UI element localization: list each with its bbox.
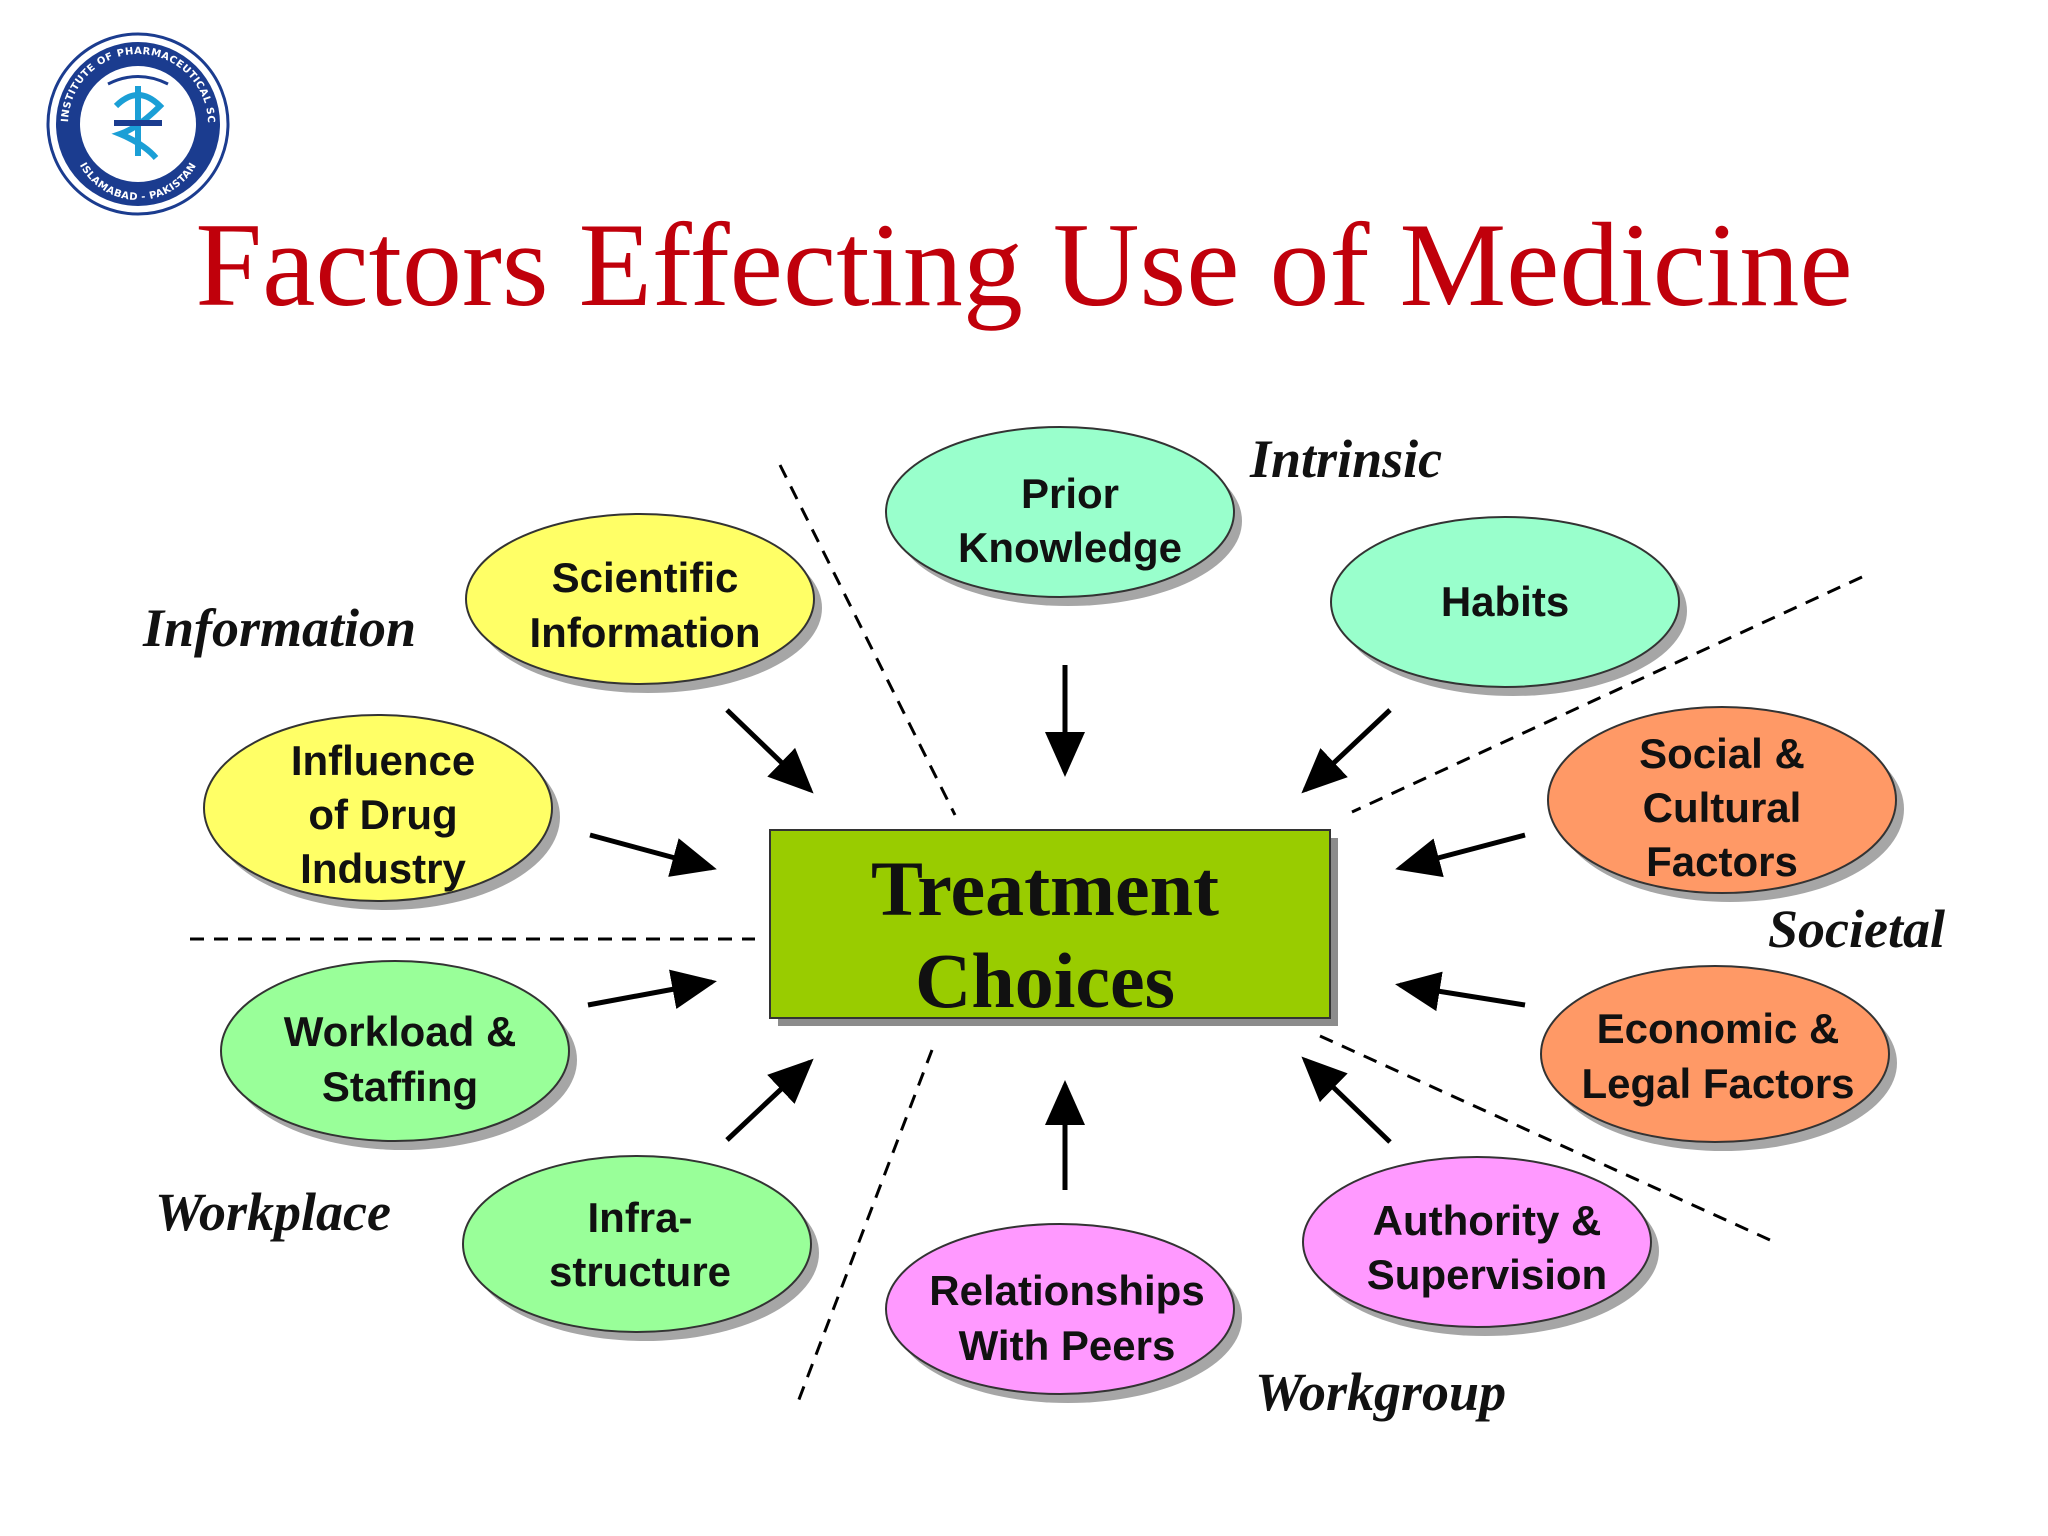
factor-label-line: Scientific xyxy=(552,554,739,601)
factor-prior-knowledge: Prior Knowledge xyxy=(885,426,1242,606)
arrow-social-cultural xyxy=(1395,832,1526,878)
factor-label-line: Relationships xyxy=(929,1267,1204,1314)
factor-label-line: Legal Factors xyxy=(1581,1060,1854,1107)
arrow-economic-legal xyxy=(1395,971,1526,1012)
factor-label-line: Habits xyxy=(1441,578,1569,625)
factor-label-line: Authority & xyxy=(1373,1197,1602,1244)
factor-label-line: structure xyxy=(549,1248,731,1295)
factor-label-line: Cultural xyxy=(1643,784,1802,831)
arrow-scientific-information xyxy=(725,708,814,794)
slide-title: Factors Effecting Use of Medicine xyxy=(195,198,1853,331)
factor-influence-drug-industry: Influence of Drug Industry xyxy=(203,714,560,910)
arrow-workload-staffing xyxy=(587,969,717,1009)
factor-authority-supervision: Authority & Supervision xyxy=(1302,1156,1659,1336)
category-label-workgroup: Workgroup xyxy=(1255,1362,1506,1422)
factor-scientific-information: Scientific Information xyxy=(465,513,822,693)
factor-relationships-peers: Relationships With Peers xyxy=(885,1223,1242,1403)
separator-lines xyxy=(190,464,1863,1403)
institute-logo: YUSRA INSTITUTE OF PHARMACEUTICAL SCIENC… xyxy=(46,32,230,216)
category-label-societal: Societal xyxy=(1768,899,1945,959)
arrow-drug-industry xyxy=(589,832,717,877)
factor-label-line: Information xyxy=(530,609,761,656)
factor-label-line: Supervision xyxy=(1367,1251,1607,1298)
center-box-treatment-choices: Treatment Choices xyxy=(769,829,1338,1026)
arrows xyxy=(587,665,1526,1190)
arrow-infrastructure xyxy=(725,1058,814,1142)
center-line-1: Treatment xyxy=(871,845,1219,932)
category-label-information: Information xyxy=(142,598,416,658)
factor-label-line: Influence xyxy=(291,737,475,784)
factor-label-line: of Drug xyxy=(308,791,457,838)
factor-label-line: Workload & xyxy=(284,1008,517,1055)
factor-label-line: Social & xyxy=(1639,730,1805,777)
factor-habits: Habits xyxy=(1330,516,1687,696)
factor-economic-legal: Economic & Legal Factors xyxy=(1540,965,1897,1151)
factor-label-line: Knowledge xyxy=(958,524,1182,571)
factor-label-line: Economic & xyxy=(1597,1005,1840,1052)
factor-label-line: Infra- xyxy=(588,1194,693,1241)
factor-label-line: Industry xyxy=(300,845,466,892)
factor-label-line: Factors xyxy=(1646,838,1798,885)
factor-infrastructure: Infra- structure xyxy=(462,1155,819,1341)
factor-label-line: Prior xyxy=(1021,470,1119,517)
center-line-2: Choices xyxy=(915,937,1175,1024)
category-label-workplace: Workplace xyxy=(155,1182,391,1242)
factor-label-line: Staffing xyxy=(322,1063,478,1110)
arrow-habits xyxy=(1301,708,1392,794)
factor-workload-staffing: Workload & Staffing xyxy=(220,960,577,1150)
factor-label-line: With Peers xyxy=(959,1322,1176,1369)
arrow-authority-supervision xyxy=(1301,1056,1392,1144)
category-label-intrinsic: Intrinsic xyxy=(1249,429,1442,489)
factor-social-cultural: Social & Cultural Factors xyxy=(1547,706,1904,902)
